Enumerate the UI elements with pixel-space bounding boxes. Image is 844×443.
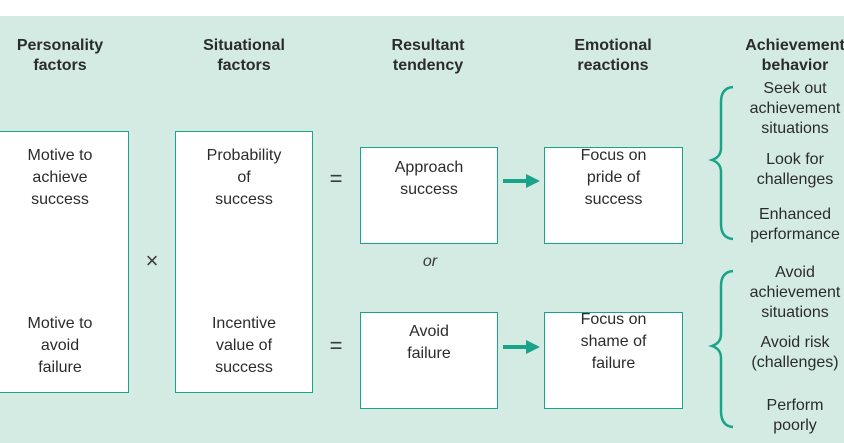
or-label: or [422, 253, 438, 270]
connectors-layer [503, 85, 734, 429]
shame-of-failure-box [544, 312, 683, 409]
arrow-bottom [503, 340, 540, 354]
diagram-panel: Personality factors Situational factors … [0, 16, 844, 443]
pride-of-success-box [544, 147, 683, 244]
behavior-avoid-risk: Avoid risk (challenges) [751, 334, 839, 371]
behavior-perform-poorly: Perform poorly [766, 397, 824, 434]
equals-operator-top: = [329, 166, 343, 191]
behavior-seek-out-achievement: Seek out achievement situations [749, 80, 841, 137]
situational-factors-box [175, 131, 313, 393]
header-emotional-reactions: Emotional reactions [574, 37, 652, 74]
focus-on-pride-of-success: Focus on pride of success [580, 147, 647, 208]
header-achievement-behavior: Achievement behavior [745, 37, 844, 74]
behavior-avoid-achievement: Avoid achievement situations [749, 264, 841, 321]
header-resultant-tendency: Resultant tendency [391, 37, 465, 74]
arrow-top [503, 174, 540, 188]
multiply-operator: × [145, 248, 159, 273]
header-situational-factors: Situational factors [203, 37, 285, 74]
incentive-value-of-success: Incentive value of success [211, 315, 277, 376]
personality-factors-box [0, 131, 129, 393]
brace-top [708, 85, 734, 241]
behavior-enhanced-performance: Enhanced performance [750, 206, 840, 243]
brace-bottom [708, 269, 734, 429]
motive-to-avoid-failure: Motive to avoid failure [27, 315, 93, 376]
motive-to-achieve-success: Motive to achieve success [27, 147, 93, 208]
header-personality-factors: Personality factors [16, 37, 104, 74]
focus-on-shame-of-failure: Focus on shame of failure [580, 311, 647, 372]
equals-operator-bottom: = [329, 333, 343, 358]
avoid-failure-box [360, 312, 498, 409]
probability-of-success: Probability of success [206, 147, 282, 208]
avoid-failure-label: Avoid failure [407, 323, 451, 362]
behavior-look-for-challenges: Look for challenges [756, 151, 834, 188]
approach-success-box [360, 147, 498, 244]
approach-success-label: Approach success [394, 159, 464, 198]
